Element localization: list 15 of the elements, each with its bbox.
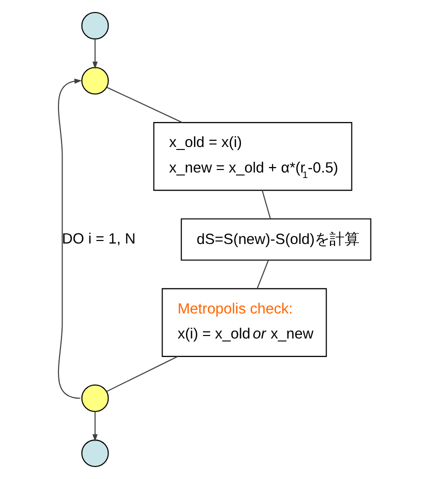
connector	[262, 190, 271, 219]
edge-label: DO i = 1, N	[62, 231, 136, 248]
node-box: Metropolis check: x(i) = x_old or x_new	[162, 288, 327, 357]
arrow	[58, 78, 82, 399]
connector	[106, 86, 182, 123]
arrow	[92, 412, 98, 442]
node-box: dS=S(new)-S(old)を計算	[180, 218, 372, 261]
arrow	[92, 39, 98, 70]
node-circle	[81, 384, 109, 412]
connector	[256, 260, 269, 289]
connector	[106, 356, 178, 392]
node-circle	[81, 440, 109, 468]
node-circle	[81, 12, 109, 40]
node-circle	[81, 67, 109, 94]
node-box: x_old = x(i) x_new = x_old + α*(r$_{1}$-0.5)	[153, 122, 352, 191]
